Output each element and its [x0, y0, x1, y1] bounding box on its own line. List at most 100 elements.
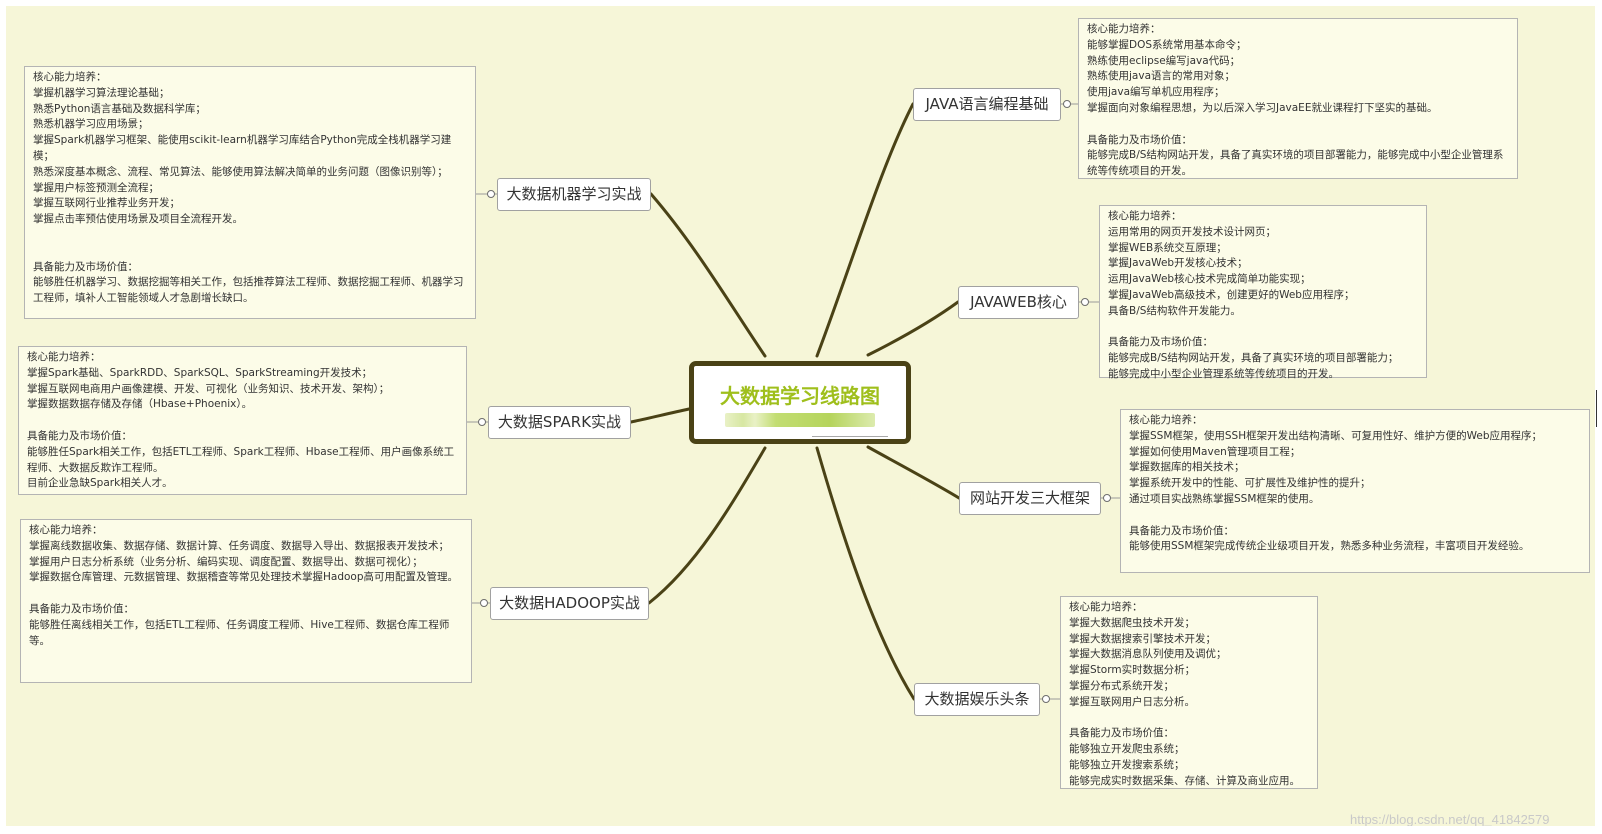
note-line: 掌握数据仓库管理、元数据管理、数据稽查等常见处理技术掌握Hadoop高可用配置及…: [29, 571, 459, 584]
note-line: [1087, 117, 1509, 133]
topic-ml[interactable]: 大数据机器学习实战: [497, 178, 651, 211]
note-line: 熟悉机器学习应用场景；: [33, 118, 149, 131]
note-line: 能够完成B/S结构网站开发，具备了真实环境的项目部署能力，能够完成中小型企业管理…: [1087, 149, 1504, 178]
note-line: 掌握分布式系统开发；: [1069, 679, 1174, 692]
note-line: 核心能力培养：: [29, 524, 103, 536]
note-hadoop: 核心能力培养： 掌握离线数据收集、数据存储、数据计算、任务调度、数据导入导出、数据…: [20, 519, 472, 683]
topic-label: 大数据HADOOP实战: [499, 594, 640, 612]
note-line: 具备能力及市场价值：: [1108, 336, 1213, 349]
note-line: 掌握互联网用户日志分析。: [1069, 695, 1195, 708]
note-line: 运用JavaWeb核心技术完成简单功能实现；: [1108, 273, 1311, 286]
central-underline: [812, 436, 888, 437]
collapse-toggle-spark[interactable]: [478, 418, 486, 426]
topic-label: 大数据娱乐头条: [924, 690, 1030, 708]
central-topic-title: 大数据学习线路图: [720, 384, 880, 408]
collapse-toggle-hadoop[interactable]: [480, 599, 488, 607]
note-line: 目前企业急缺Spark相关人才。: [27, 477, 173, 490]
note-line: [29, 586, 463, 602]
note-line: [1129, 508, 1581, 524]
connector-layer: [467, 102, 1120, 701]
branch-connector-ml: [649, 192, 767, 358]
note-javaweb: 核心能力培养： 运用常用的网页开发技术设计网页； 掌握WEB系统交互原理； 掌握Jav…: [1099, 205, 1427, 380]
branch-connector-spark: [629, 407, 691, 424]
note-line: 掌握数据数据存储及存储（Hbase+Phoenix）。: [27, 398, 253, 411]
note-line: 具备能力及市场价值：: [29, 602, 134, 615]
topic-label: 大数据机器学习实战: [506, 185, 642, 203]
note-entertainment: 核心能力培养： 掌握大数据爬虫技术开发； 掌握大数据搜索引擎技术开发； 掌握大数据消息…: [1060, 596, 1318, 789]
note-line: 能够掌握DOS系统常用基本命令；: [1087, 38, 1247, 51]
note-line: 掌握Spark基础、SparkRDD、SparkSQL、SparkStreami…: [27, 366, 373, 379]
note-line: 核心能力培养：: [33, 71, 107, 83]
note-line: 掌握点击率预估使用场景及项目全流程开发。: [33, 213, 243, 226]
note-line: [1108, 320, 1418, 336]
topic-spark[interactable]: 大数据SPARK实战: [488, 406, 631, 439]
note-line: 掌握面向对象编程思想，为以后深入学习JavaEE就业课程打下坚实的基础。: [1087, 101, 1438, 114]
note-line: 具备能力及市场价值：: [1087, 133, 1192, 146]
note-line: 具备能力及市场价值：: [27, 429, 132, 442]
collapse-toggle-ssm[interactable]: [1103, 494, 1111, 502]
collapse-toggle-javaweb[interactable]: [1081, 298, 1089, 306]
note-line: [1069, 711, 1309, 727]
note-line: 熟练使用eclipse编写java代码；: [1087, 54, 1241, 67]
note-line: 掌握JavaWeb开发核心技术；: [1108, 257, 1248, 270]
note-line: 核心能力培养：: [1069, 601, 1143, 613]
note-line: 具备能力及市场价值：: [1069, 727, 1174, 740]
branch-connector-javaweb: [866, 300, 960, 357]
note-line: [33, 228, 467, 244]
branch-connector-ssm: [866, 445, 961, 500]
note-line: 掌握用户日志分析系统（业务分析、编码实现、调度配置、数据导出、数据可视化）；: [29, 555, 423, 568]
collapse-toggle-entertainment[interactable]: [1042, 695, 1050, 703]
collapse-toggle-java[interactable]: [1063, 100, 1071, 108]
topic-ssm[interactable]: 网站开发三大框架: [959, 482, 1101, 515]
note-line: 核心能力培养：: [1108, 210, 1182, 222]
note-line: 能够独立开发爬虫系统；: [1069, 743, 1185, 756]
note-line: 掌握机器学习算法理论基础；: [33, 86, 170, 99]
note-line: 使用java编写单机应用程序；: [1087, 86, 1225, 99]
branch-connector-hadoop: [647, 446, 767, 605]
topic-entertainment[interactable]: 大数据娱乐头条: [914, 683, 1040, 716]
mindmap-canvas: 大数据学习线路图 JAVA语言编程基础核心能力培养：能够掌握DOS系统常用基本命…: [6, 6, 1595, 826]
note-java: 核心能力培养： 能够掌握DOS系统常用基本命令； 熟练使用eclipse编写java…: [1078, 18, 1518, 179]
note-line: 掌握大数据爬虫技术开发；: [1069, 616, 1195, 629]
note-line: [27, 413, 458, 429]
note-line: 掌握JavaWeb高级技术，创建更好的Web应用程序；: [1108, 288, 1355, 301]
note-ssm: 核心能力培养： 掌握SSM框架，使用SSH框架开发出结构清晰、可复用性好、维护方便…: [1120, 409, 1590, 573]
note-line: 熟悉深度基本概念、流程、常见算法、能够使用算法解决简单的业务问题（图像识别等）；: [33, 165, 448, 178]
topic-label: JAVA语言编程基础: [925, 95, 1049, 113]
topic-label: 网站开发三大框架: [969, 489, 1090, 507]
note-line: 掌握互联网电商用户画像建模、开发、可视化（业务知识、技术开发、架构）；: [27, 382, 390, 395]
note-line: 能够完成实时数据采集、存储、计算及商业应用。: [1069, 774, 1300, 787]
note-line: 能够完成B/S结构网站开发，具备了真实环境的项目部署能力；: [1108, 352, 1399, 365]
note-line: 掌握WEB系统交互原理；: [1108, 241, 1227, 254]
note-line: 通过项目实战熟练掌握SSM框架的使用。: [1129, 492, 1320, 505]
note-line: 能够胜任Spark相关工作，包括ETL工程师、Spark工程师、Hbase工程师…: [27, 445, 455, 474]
note-line: 核心能力培养：: [1129, 414, 1203, 426]
note-line: 掌握Storm实时数据分析；: [1069, 664, 1196, 677]
note-line: 掌握Spark机器学习框架、能使用scikit-learn机器学习库结合Pyth…: [33, 134, 452, 162]
note-line: 核心能力培养：: [1087, 23, 1161, 35]
central-topic[interactable]: 大数据学习线路图: [689, 361, 911, 444]
note-line: 掌握系统开发中的性能、可扩展性及维护性的提升；: [1129, 477, 1371, 490]
note-line: 能够使用SSM框架完成传统企业级项目开发，熟悉多种业务流程，丰富项目开发经验。: [1129, 540, 1530, 553]
note-ml: 核心能力培养： 掌握机器学习算法理论基础； 熟悉Python语言基础及数据科学库； 熟…: [24, 66, 476, 319]
note-line: 掌握离线数据收集、数据存储、数据计算、任务调度、数据导入导出、数据报表开发技术；: [29, 539, 449, 552]
topic-java[interactable]: JAVA语言编程基础: [913, 88, 1061, 121]
collapse-toggle-ml[interactable]: [487, 190, 495, 198]
topic-label: JAVAWEB核心: [970, 293, 1067, 311]
note-line: 具备能力及市场价值：: [1129, 524, 1234, 537]
note-line: 具备能力及市场价值：: [33, 260, 138, 273]
topic-hadoop[interactable]: 大数据HADOOP实战: [490, 587, 649, 620]
topic-label: 大数据SPARK实战: [497, 413, 622, 431]
note-line: 掌握大数据消息队列使用及调优；: [1069, 648, 1227, 661]
note-line: 能够独立开发搜索系统；: [1069, 758, 1185, 771]
note-line: 掌握互联网行业推荐业务开发；: [33, 197, 180, 210]
note-line: 掌握大数据搜索引擎技术开发；: [1069, 632, 1216, 645]
note-line: 运用常用的网页开发技术设计网页；: [1108, 225, 1276, 238]
note-line: 熟悉Python语言基础及数据科学库；: [33, 102, 206, 115]
topic-javaweb[interactable]: JAVAWEB核心: [958, 286, 1079, 319]
note-line: [33, 244, 467, 260]
note-line: 掌握SSM框架，使用SSH框架开发出结构清晰、可复用性好、维护方便的Web应用程…: [1129, 429, 1543, 442]
note-line: 掌握如何使用Maven管理项目工程；: [1129, 445, 1301, 458]
branch-connector-java: [815, 102, 915, 358]
note-line: 熟练使用java语言的常用对象；: [1087, 70, 1235, 83]
